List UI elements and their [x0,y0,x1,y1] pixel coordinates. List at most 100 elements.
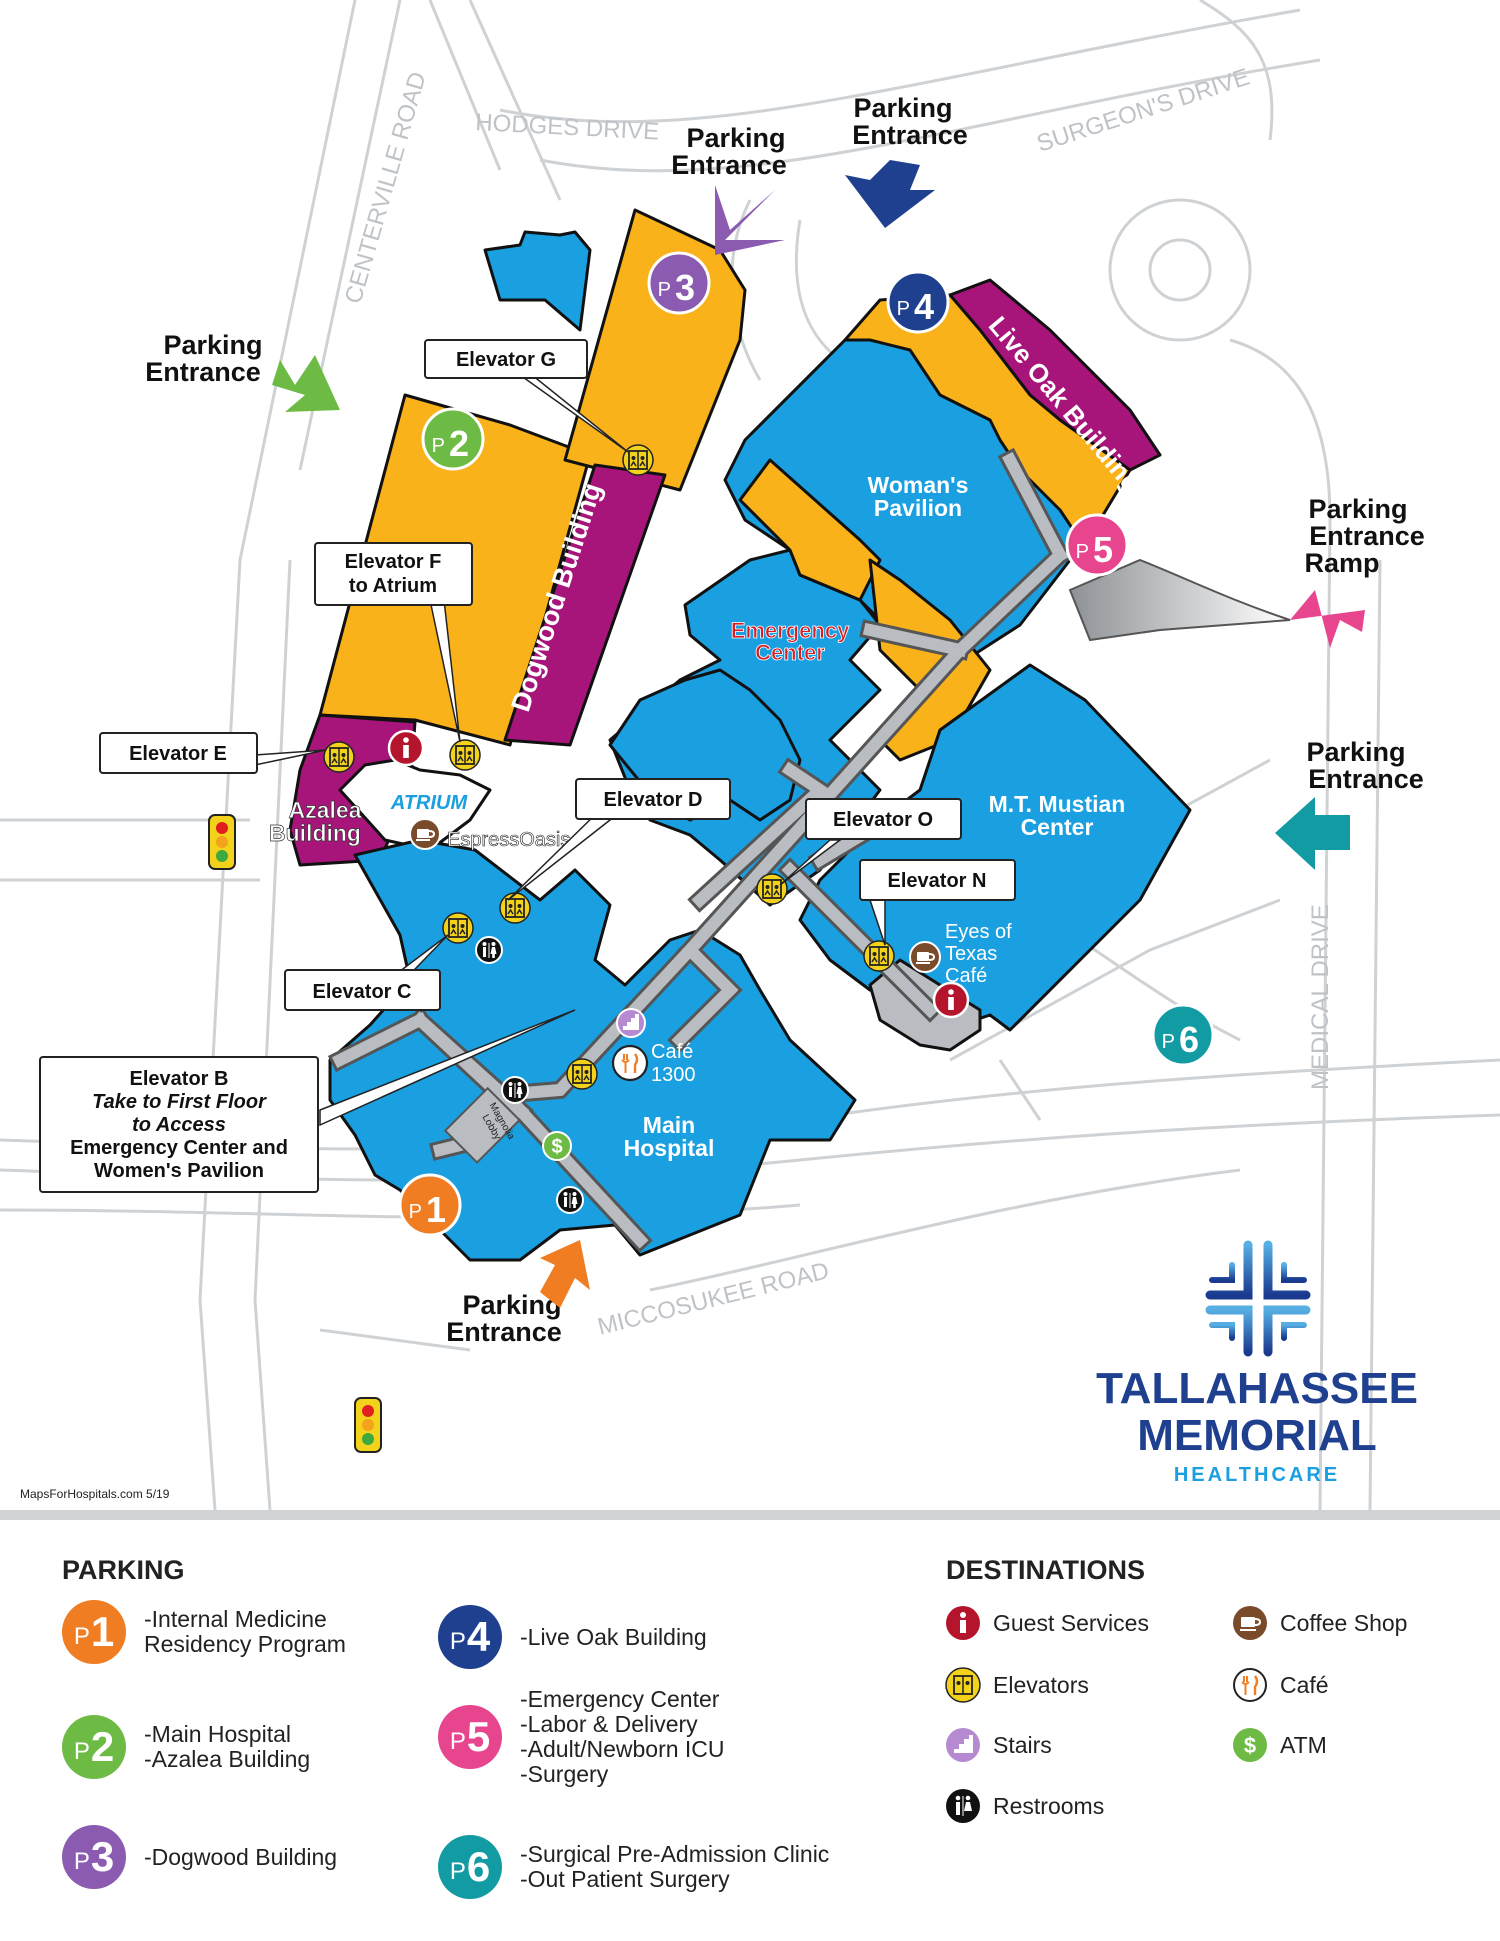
label-womans-2: Pavilion [874,495,962,521]
destination-legend-item: Elevators [945,1667,1089,1703]
label-emergency-1: Emergency [731,618,850,643]
svg-text:to Access: to Access [132,1114,226,1136]
cafe-icon[interactable] [611,1044,649,1082]
elevator-b-icon[interactable] [566,1058,598,1090]
road-label-medical: MEDICAL DRIVE [1307,904,1334,1090]
label-cafe1300-1: Café [651,1041,693,1063]
road-label-centerville: CENTERVILLE ROAD [340,69,432,307]
parking-marker-p4[interactable]: P 4 [886,270,950,334]
map-credit: MapsForHospitals.com 5/19 [20,1487,170,1501]
svg-text:Elevator G: Elevator G [456,349,556,371]
arrow-blue-icon [845,160,935,228]
womans-orange-strip [738,458,882,602]
magnolia-lobby [443,1086,521,1164]
label-azalea-1: Azalea [289,797,362,823]
destination-legend-label: Guest Services [993,1610,1149,1636]
coffee-shop-icon [1232,1605,1268,1641]
parking-legend-label: -Emergency Center-Labor & Delivery-Adult… [520,1686,725,1787]
elevator-o-icon[interactable] [756,873,788,905]
elevators-icon [945,1667,981,1703]
destination-legend-item: Guest Services [945,1605,1149,1641]
svg-text:P: P [409,1201,422,1223]
svg-text:P: P [658,279,671,301]
elevator-c-icon[interactable] [442,912,474,944]
svg-text:3: 3 [675,267,695,308]
svg-text:Parking: Parking [853,93,952,123]
restrooms-icon[interactable] [556,1186,584,1214]
parking-entrance-north-purple: Parking Entrance [671,123,790,255]
stairs-icon [945,1727,981,1763]
svg-text:P: P [1076,541,1089,563]
svg-text:Women's Pavilion: Women's Pavilion [94,1160,264,1182]
svg-text:Elevator F: Elevator F [345,551,442,573]
destination-legend-item: Café [1232,1667,1329,1703]
svg-text:Parking: Parking [1308,494,1407,524]
parking-entrance-north-blue: Parking Entrance [845,93,968,228]
campus-map: $ HODGES DRIVE SURGEON'S DRIVE CE [0,0,1500,1510]
svg-text:Entrance: Entrance [446,1317,562,1347]
elevator-e-icon[interactable] [323,741,355,773]
coffee-shop-icon[interactable] [409,818,441,850]
restrooms-icon[interactable] [501,1076,529,1104]
road-label-miccosukee: MICCOSUKEE ROAD [595,1257,832,1341]
destination-legend-item: Coffee Shop [1232,1605,1407,1641]
parking-marker-p5[interactable]: P 5 [1065,513,1129,577]
guest-services-icon[interactable] [387,729,425,767]
parking-marker-p2[interactable]: P 2 [421,407,485,471]
restrooms-icon[interactable] [475,936,503,964]
destination-legend-item: Restrooms [945,1788,1104,1824]
elevator-d-icon[interactable] [499,892,531,924]
svg-text:Parking: Parking [686,123,785,153]
label-cafe1300-2: 1300 [651,1064,696,1086]
atm-icon: $ [1232,1727,1268,1763]
svg-text:Entrance: Entrance [671,150,787,180]
svg-text:to Atrium: to Atrium [349,575,437,597]
elevator-n-icon[interactable] [863,940,895,972]
destination-legend-label: Café [1280,1672,1329,1698]
parking-legend-label: -Surgical Pre-Admission Clinic-Out Patie… [520,1841,830,1892]
stairs-icon[interactable] [616,1008,646,1038]
destination-legend-item: $ATM [1232,1727,1327,1763]
svg-text:5: 5 [1093,529,1113,570]
elevator-g-icon[interactable] [622,444,654,476]
svg-text:Elevator C: Elevator C [313,981,412,1003]
arrow-teal-icon [1275,797,1350,870]
svg-text:P: P [897,298,910,320]
svg-text:MEMORIAL: MEMORIAL [1137,1411,1377,1460]
parking-entrance-west-green: Parking Entrance [145,330,340,412]
elevator-f-icon[interactable] [449,739,481,771]
parking-marker-p3[interactable]: P 3 [647,251,711,315]
atm-icon[interactable] [542,1131,572,1161]
callout-elevator-e: Elevator E [99,732,258,774]
svg-text:6: 6 [1179,1019,1199,1060]
callout-elevator-g: Elevator G [424,339,588,379]
building-blue-north [483,230,592,332]
parking-marker-p6[interactable]: P 6 [1151,1003,1215,1067]
svg-text:Elevator O: Elevator O [833,809,933,831]
label-mustian-2: Center [1021,814,1094,840]
arrow-pink-icon [1290,590,1365,648]
svg-text:TALLAHASSEE: TALLAHASSEE [1096,1364,1418,1413]
svg-text:Entrance: Entrance [852,120,968,150]
svg-text:Parking: Parking [163,330,262,360]
svg-text:Elevator D: Elevator D [604,789,703,811]
restrooms-icon [945,1788,981,1824]
guest-services-icon[interactable] [932,981,970,1019]
coffee-shop-icon[interactable] [909,941,941,973]
label-main-2: Hospital [624,1135,715,1161]
label-espressoasis: EspressOasis [447,829,570,851]
callout-elevator-b: Elevator B Take to First Floor to Access… [39,1056,319,1193]
callout-elevator-f: Elevator F to Atrium [314,542,473,606]
parking-marker-p1[interactable]: P 1 [398,1173,462,1237]
parking-entrance-east-teal: Parking Entrance [1275,737,1424,870]
svg-text:P: P [432,435,445,457]
svg-text:HEALTHCARE: HEALTHCARE [1174,1464,1340,1486]
label-mustian-1: M.T. Mustian [989,791,1126,817]
